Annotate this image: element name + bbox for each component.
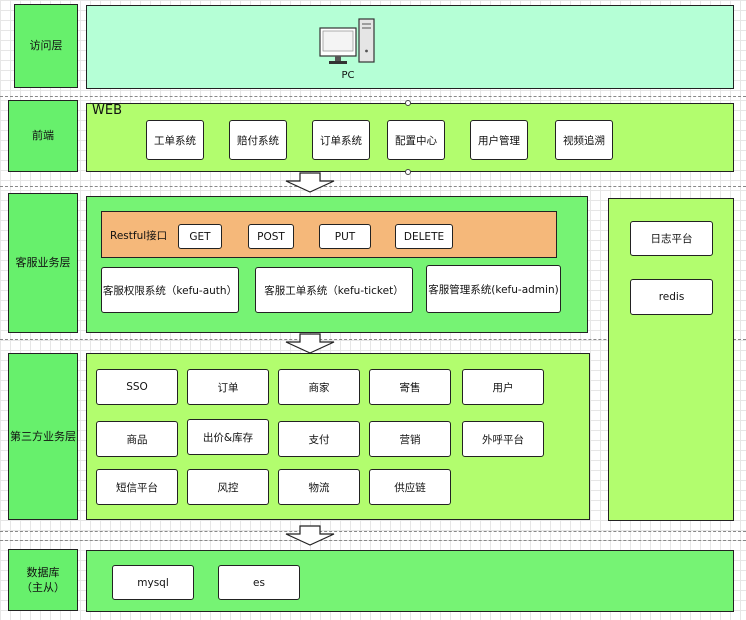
layer-frontend-label: 前端	[32, 129, 54, 143]
separator-line	[0, 186, 746, 187]
resize-handle	[405, 100, 411, 106]
service-system: 客服工单系统（kefu-ticket）	[255, 267, 413, 313]
third-party-item: 用户	[462, 369, 544, 405]
method-put: PUT	[319, 224, 371, 249]
database-panel	[86, 550, 734, 612]
web-item: 工单系统	[146, 120, 204, 160]
database-item-mysql: mysql	[112, 565, 194, 600]
third-party-item: 物流	[278, 469, 360, 505]
separator-line	[0, 96, 746, 97]
method-delete: DELETE	[395, 224, 453, 249]
third-party-item: 订单	[187, 369, 269, 405]
web-item: 订单系统	[312, 120, 370, 160]
third-party-item: 风控	[187, 469, 269, 505]
restful-label: Restful接口	[110, 230, 168, 242]
side-item-log-platform: 日志平台	[630, 221, 713, 256]
layer-service-label: 客服业务层	[15, 256, 71, 270]
third-party-item: SSO	[96, 369, 178, 405]
layer-third-party: 第三方业务层	[8, 353, 78, 520]
web-title: WEB	[92, 103, 122, 118]
third-party-item: 营销	[369, 421, 451, 457]
layer-database-sublabel: （主从）	[21, 581, 65, 594]
web-item: 配置中心	[387, 120, 445, 160]
third-party-item: 外呼平台	[462, 421, 544, 457]
layer-third-party-label: 第三方业务层	[10, 429, 76, 443]
third-party-item: 商家	[278, 369, 360, 405]
web-item: 用户管理	[470, 120, 528, 160]
side-item-redis: redis	[630, 279, 713, 315]
down-arrow-icon	[285, 525, 335, 546]
method-get: GET	[178, 224, 222, 249]
service-system: 客服权限系统（kefu-auth）	[101, 267, 239, 313]
access-panel	[86, 5, 734, 89]
separator-line	[0, 531, 746, 532]
layer-database: 数据库 （主从）	[8, 549, 78, 611]
separator-line	[0, 339, 746, 340]
third-party-item: 商品	[96, 421, 178, 457]
layer-frontend: 前端	[8, 100, 78, 172]
third-party-item: 支付	[278, 421, 360, 457]
layer-access-label: 访问层	[29, 39, 63, 53]
pc-icon	[319, 18, 375, 64]
resize-handle	[405, 169, 411, 175]
layer-access: 访问层	[14, 4, 78, 88]
third-party-item: 出价&库存	[187, 419, 269, 455]
third-party-item: 寄售	[369, 369, 451, 405]
layer-service: 客服业务层	[8, 193, 78, 333]
down-arrow-icon	[285, 333, 335, 354]
database-item-es: es	[218, 565, 300, 600]
separator-line	[0, 540, 746, 541]
method-post: POST	[248, 224, 294, 249]
layer-database-label: 数据库	[26, 565, 60, 579]
third-party-item: 供应链	[369, 469, 451, 505]
third-party-item: 短信平台	[96, 469, 178, 505]
web-item: 视频追溯	[555, 120, 613, 160]
web-item: 赔付系统	[229, 120, 287, 160]
service-system: 客服管理系统(kefu-admin)	[426, 265, 561, 313]
down-arrow-icon	[285, 172, 335, 193]
pc-label: PC	[341, 70, 355, 81]
